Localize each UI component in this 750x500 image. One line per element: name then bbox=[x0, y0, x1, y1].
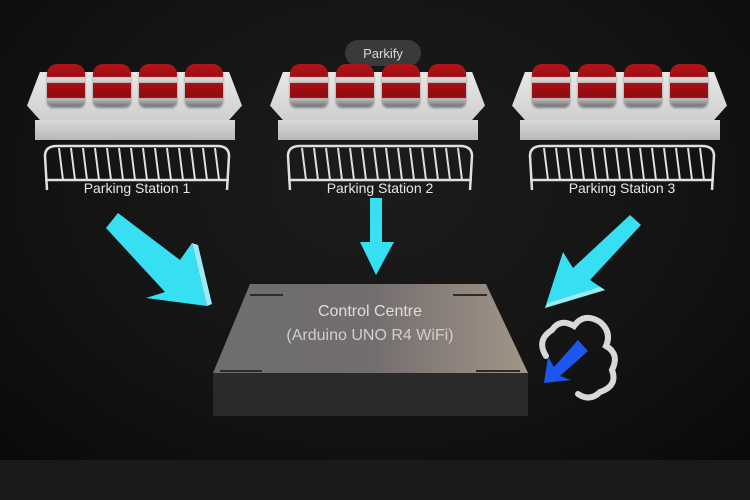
car-icon bbox=[336, 64, 374, 106]
arrow-icon bbox=[106, 213, 212, 306]
car-row bbox=[532, 64, 708, 106]
arrow-icon bbox=[360, 198, 394, 275]
car-icon bbox=[624, 64, 662, 106]
fence-icon bbox=[528, 144, 716, 191]
car-icon bbox=[670, 64, 708, 106]
car-icon bbox=[428, 64, 466, 106]
app-name-badge: Parkify bbox=[345, 40, 421, 66]
car-icon bbox=[382, 64, 420, 106]
station-label: Parking Station 2 bbox=[326, 180, 434, 196]
parking-station-2: Parking Station 2 bbox=[270, 62, 490, 202]
platform-base bbox=[35, 120, 235, 140]
app-name-label: Parkify bbox=[363, 45, 403, 61]
car-icon bbox=[185, 64, 223, 106]
fence-icon bbox=[43, 144, 231, 191]
fence-icon bbox=[286, 144, 474, 191]
car-icon bbox=[93, 64, 131, 106]
car-icon bbox=[139, 64, 177, 106]
arrows-layer bbox=[106, 198, 641, 308]
station-label: Parking Station 3 bbox=[568, 180, 676, 196]
platform-base bbox=[520, 120, 720, 140]
car-icon bbox=[290, 64, 328, 106]
bottom-band bbox=[0, 460, 750, 500]
car-icon bbox=[578, 64, 616, 106]
car-icon bbox=[532, 64, 570, 106]
arrow-icon bbox=[545, 215, 641, 308]
car-row bbox=[290, 64, 466, 106]
car-icon bbox=[47, 64, 85, 106]
station-label: Parking Station 1 bbox=[83, 180, 191, 196]
platform-base bbox=[278, 120, 478, 140]
cloud-sync-icon bbox=[539, 314, 618, 401]
control-centre-subtitle: (Arduino UNO R4 WiFi) bbox=[286, 327, 454, 344]
control-centre-title: Control Centre bbox=[317, 303, 423, 320]
parking-station-3: Parking Station 3 bbox=[512, 62, 732, 202]
car-row bbox=[47, 64, 223, 106]
control-centre-box bbox=[213, 284, 528, 416]
parking-station-1: Parking Station 1 bbox=[27, 62, 247, 202]
